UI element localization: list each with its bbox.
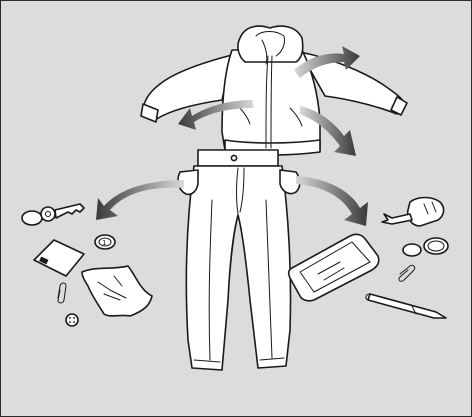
paperclip-icon	[57, 282, 67, 304]
car-key-icon	[381, 196, 445, 227]
coin-icon: 1	[94, 234, 116, 250]
trousers-icon	[177, 149, 301, 371]
pen-icon	[365, 293, 447, 319]
button-icon	[65, 313, 79, 327]
arrow-icon	[96, 46, 368, 226]
paperclip-icon	[398, 264, 416, 282]
card-icon	[33, 239, 85, 277]
tissue-icon	[81, 265, 153, 317]
svg-text:1: 1	[102, 239, 106, 247]
coin-icon	[402, 237, 449, 257]
smartphone-icon	[287, 233, 380, 302]
jacket-icon	[140, 25, 408, 156]
keys-icon	[21, 203, 85, 226]
